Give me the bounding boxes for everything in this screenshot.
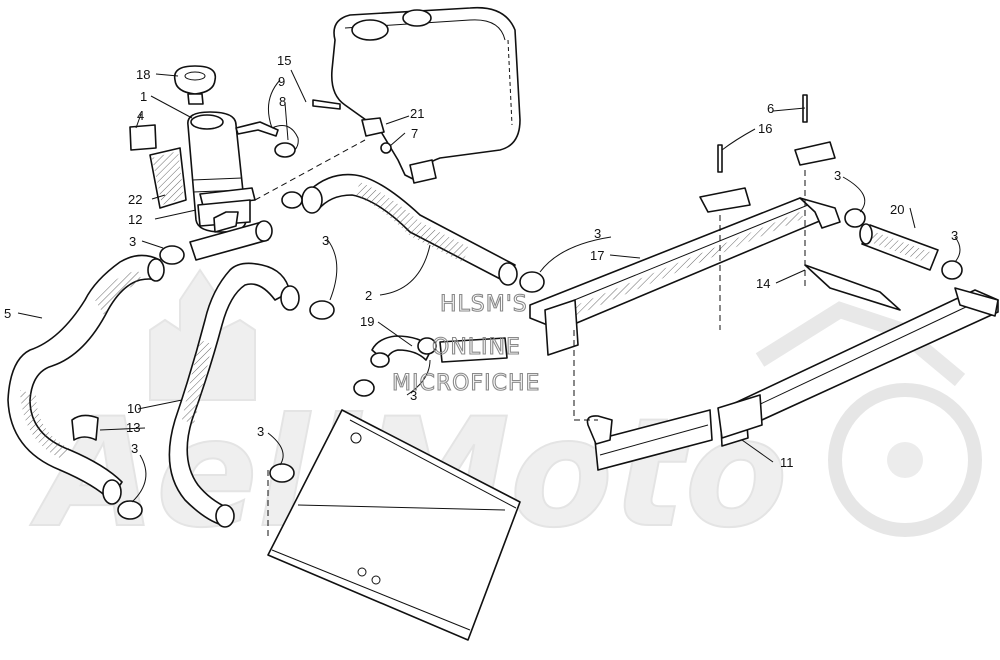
watermark-wheel	[828, 383, 982, 537]
screw	[312, 99, 341, 110]
hose-10	[168, 262, 300, 528]
rail-end-fitting	[799, 197, 841, 229]
support-channel	[804, 264, 901, 311]
coolant-reservoir	[330, 6, 521, 184]
callout-4: 4	[137, 108, 144, 123]
callout-6: 6	[767, 101, 774, 116]
rail-end-fitting	[954, 287, 999, 317]
watermark-frame	[755, 301, 966, 387]
heat-exchanger-plate	[267, 409, 521, 641]
rail-pad	[794, 141, 836, 166]
hose-clamp	[269, 463, 295, 483]
hose-clamp	[309, 300, 335, 320]
hose-clamp	[417, 337, 437, 355]
pad-bolt	[717, 144, 723, 173]
leader-lines	[17, 69, 961, 503]
callout-9: 9	[278, 74, 285, 89]
callout-2: 2	[365, 288, 372, 303]
callout-5: 5	[4, 306, 11, 321]
callout-3: 3	[951, 228, 958, 243]
callout-19: 19	[360, 314, 374, 329]
radiator-cap	[173, 65, 217, 105]
callout-3: 3	[257, 424, 264, 439]
callout-3: 3	[131, 441, 138, 456]
callout-3: 3	[410, 388, 417, 403]
nut	[380, 142, 392, 154]
mounting-bracket	[361, 117, 385, 137]
heat-exchanger-11	[586, 394, 763, 471]
watermark-line-3: MICROFICHE	[392, 371, 540, 396]
hose-clamp	[281, 191, 303, 209]
callout-14: 14	[756, 276, 770, 291]
callout-22: 22	[128, 192, 142, 207]
hose-clamp	[941, 260, 963, 280]
callout-21: 21	[410, 106, 424, 121]
callout-numbers: 18 1 4 22 12 3 5 15 9 8 21 7 3 2 19 3 17…	[4, 53, 958, 470]
callout-7: 7	[411, 126, 418, 141]
callout-1: 1	[140, 89, 147, 104]
hose-clamp	[353, 379, 375, 397]
hose-clamps	[117, 191, 963, 520]
t-fitting	[189, 211, 273, 261]
hose-clip	[71, 414, 99, 441]
microfiche-watermark: HLSM'S ONLINE MICROFICHE	[391, 291, 540, 396]
hose-19	[370, 335, 508, 368]
crossover-tube	[859, 223, 939, 271]
callout-3: 3	[322, 233, 329, 248]
watermark-hub	[887, 442, 923, 478]
callout-3: 3	[834, 168, 841, 183]
callout-16: 16	[758, 121, 772, 136]
expansion-bottle	[187, 111, 279, 233]
hose-5	[7, 254, 165, 505]
callout-8: 8	[279, 94, 286, 109]
watermark-line-2: ONLINE	[432, 335, 521, 360]
callout-15: 15	[277, 53, 291, 68]
hose-clamp	[117, 500, 143, 520]
overflow-clamp	[274, 142, 296, 158]
callout-20: 20	[890, 202, 904, 217]
hose-2	[301, 173, 518, 286]
warning-decal	[129, 124, 157, 151]
callout-12: 12	[128, 212, 142, 227]
callout-11: 11	[780, 455, 794, 470]
watermark-line-1: HLSM'S	[440, 292, 528, 317]
callout-13: 13	[126, 420, 140, 435]
callout-3: 3	[129, 234, 136, 249]
hose-clamp	[159, 245, 185, 265]
bottle-label-hatch	[152, 151, 184, 205]
hose-clamp	[519, 271, 545, 293]
rail-pad	[699, 187, 751, 213]
cooling-rail-left	[529, 197, 823, 356]
hose-clamp	[844, 208, 866, 228]
callout-18: 17	[590, 248, 604, 263]
callout-3: 3	[594, 226, 601, 241]
callout-10: 10	[127, 401, 141, 416]
callout-17: 18	[136, 67, 150, 82]
